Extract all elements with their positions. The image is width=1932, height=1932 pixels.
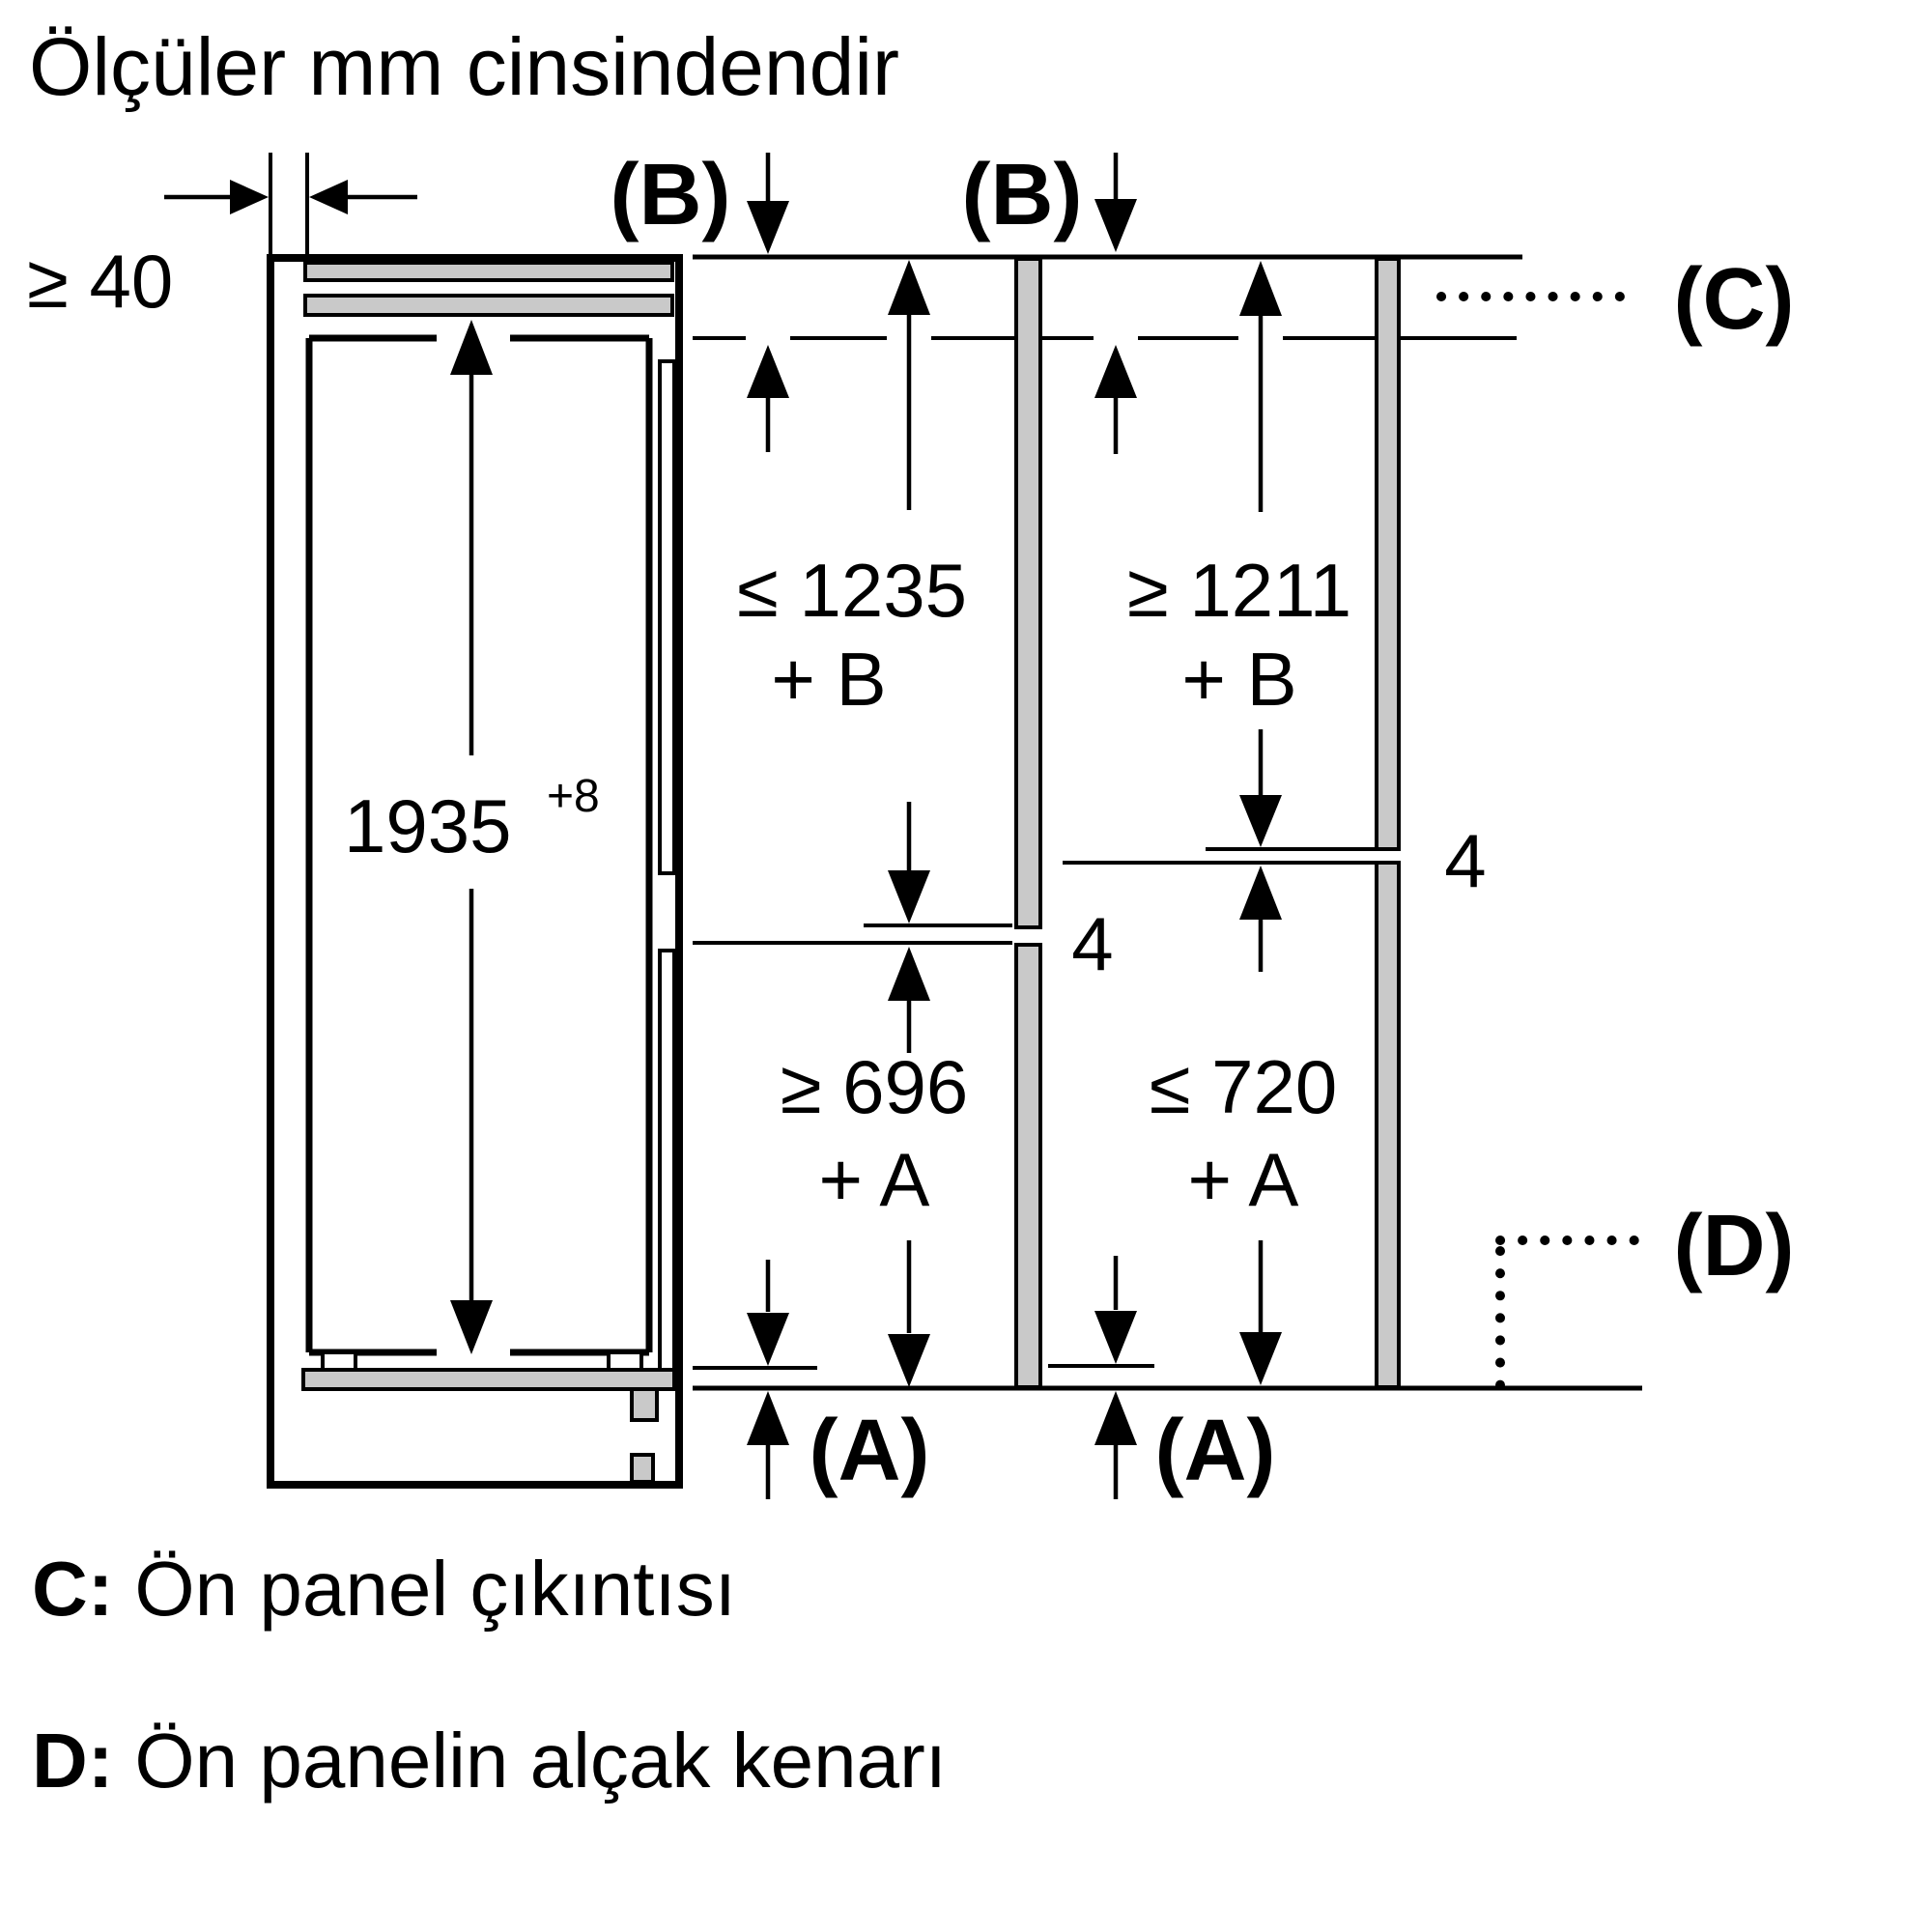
legend-line-c: C:Ön panel çıkıntısı: [32, 1546, 736, 1632]
middle-door-panel: 4: [693, 257, 1114, 1389]
lower-panel-max-dimension: ≤ 720 + A: [1150, 866, 1338, 1385]
lower-panel-min-dimension: ≥ 696 + A: [781, 947, 969, 1387]
a-marker-right-label: (A): [1155, 1403, 1276, 1499]
appliance-height-tolerance: +8: [547, 771, 600, 822]
up-arrow-icon: [450, 320, 493, 375]
b-marker-left: (B): [611, 147, 789, 452]
cabinet-section: [267, 254, 683, 1489]
up-arrow-icon: [747, 345, 789, 398]
appliance-height-value: 1935: [344, 783, 512, 868]
b-marker-right-label: (B): [962, 147, 1083, 243]
a-marker-right: (A): [1094, 1256, 1275, 1499]
top-trim-panel-2: [303, 294, 674, 317]
clearance-extension-ticks: [269, 153, 309, 263]
top-trim-panel-1: [303, 261, 674, 282]
middle-joint-gap-label: 4: [1071, 901, 1113, 986]
appliance-door-upper: [658, 359, 676, 875]
c-marker-label: (C): [1674, 251, 1795, 348]
appliance-body: [305, 334, 653, 1356]
wall-clearance-label: ≥ 40: [27, 239, 173, 324]
upper-panel-max-dimension: ≤ 1235 + B: [737, 260, 967, 923]
down-arrow-icon: [1239, 795, 1282, 847]
right-panel-lower: [1375, 861, 1401, 1389]
a-marker-left-label: (A): [810, 1403, 930, 1499]
base-panel: [301, 1368, 676, 1391]
legend-text-d: Ön panelin alçak kenarı: [134, 1718, 947, 1804]
b-marker-right: (B): [962, 147, 1137, 454]
up-arrow-icon: [888, 947, 930, 1001]
lower-panel-max-value: ≤ 720: [1150, 1044, 1338, 1129]
d-callout: (D): [1495, 1198, 1795, 1393]
appliance-height-dimension: 1935 +8: [344, 320, 600, 1354]
b-marker-left-label: (B): [611, 147, 731, 243]
down-arrow-icon: [1239, 1332, 1282, 1385]
appliance-foot-right: [607, 1350, 643, 1372]
up-arrow-icon: [1239, 261, 1282, 316]
up-arrow-icon: [1094, 345, 1137, 398]
bottom-reference-lines: [693, 1364, 1642, 1391]
lower-panel-min-addend: + A: [819, 1137, 930, 1222]
down-arrow-icon: [888, 1334, 930, 1387]
legend-line-d: D:Ön panelin alçak kenarı: [32, 1718, 947, 1804]
upper-panel-max-addend: + B: [771, 637, 886, 722]
legend-text-c: Ön panel çıkıntısı: [134, 1546, 736, 1632]
lower-panel-min-value: ≥ 696: [781, 1044, 969, 1129]
wall-clearance-dimension: ≥ 40: [27, 153, 417, 324]
legend: C:Ön panel çıkıntısı D:Ön panelin alçak …: [32, 1546, 947, 1804]
lower-panel-max-addend: + A: [1188, 1137, 1299, 1222]
middle-panel-lower: [1014, 943, 1042, 1389]
down-arrow-icon: [450, 1300, 493, 1354]
up-arrow-icon: [888, 260, 930, 315]
up-arrow-icon: [1239, 866, 1282, 920]
down-arrow-icon: [1094, 199, 1137, 252]
a-marker-left: (A): [747, 1260, 929, 1499]
down-arrow-icon: [888, 870, 930, 923]
base-block-upper: [630, 1387, 659, 1422]
c-callout: (C): [1436, 251, 1795, 348]
cabinet-outer-frame: [267, 254, 683, 1489]
right-arrow-icon: [230, 180, 269, 214]
upper-panel-min-dimension: ≥ 1211 + B: [1127, 261, 1351, 847]
down-arrow-icon: [747, 201, 789, 254]
page-title: Ölçüler mm cinsindendir: [29, 21, 899, 112]
right-joint-gap-label: 4: [1444, 818, 1486, 903]
base-block-lower: [630, 1453, 655, 1484]
upper-panel-min-addend: + B: [1181, 637, 1296, 722]
up-arrow-icon: [1094, 1391, 1137, 1445]
down-arrow-icon: [1094, 1311, 1137, 1364]
right-panel-upper: [1375, 257, 1401, 851]
legend-key-c: C:: [32, 1546, 113, 1632]
d-marker-label: (D): [1674, 1198, 1795, 1294]
upper-panel-max-value: ≤ 1235: [737, 548, 967, 633]
legend-key-d: D:: [32, 1718, 113, 1804]
up-arrow-icon: [747, 1391, 789, 1445]
middle-panel-upper: [1014, 257, 1042, 929]
upper-panel-min-value: ≥ 1211: [1127, 548, 1351, 633]
appliance-door-lower: [658, 949, 676, 1372]
appliance-foot-left: [321, 1350, 357, 1372]
down-arrow-icon: [747, 1313, 789, 1366]
left-arrow-icon: [309, 180, 348, 214]
